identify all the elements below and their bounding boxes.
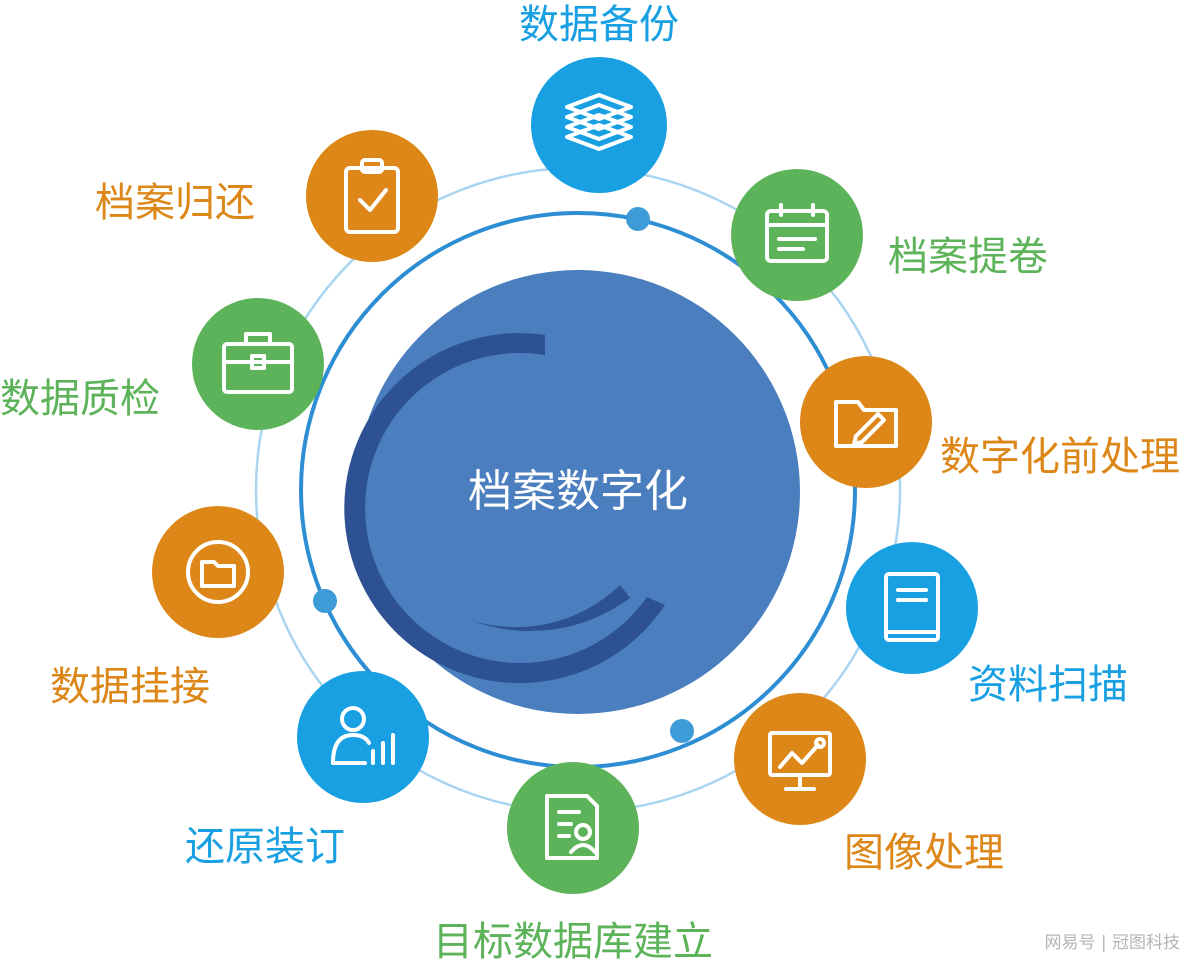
document-user-icon [545, 794, 599, 860]
node-qc: 数据质检 [0, 298, 324, 430]
node-return: 档案归还 [95, 130, 438, 262]
node-database: 目标数据库建立 [433, 762, 713, 962]
node-label-scan: 资料扫描 [968, 662, 1128, 708]
node-circle [152, 506, 284, 638]
node-image: 图像处理 [734, 693, 1004, 876]
book-icon [884, 572, 940, 642]
folder-edit-icon [834, 400, 898, 448]
center-hub: 档案数字化 [344, 270, 800, 714]
node-label-database: 目标数据库建立 [433, 919, 713, 962]
node-label-link: 数据挂接 [50, 664, 210, 710]
node-label-return: 档案归还 [95, 180, 255, 226]
node-preprocess: 数字化前处理 [800, 356, 1180, 488]
node-circle [800, 356, 932, 488]
center-title: 档案数字化 [468, 466, 688, 517]
node-retrieve: 档案提卷 [731, 169, 1048, 301]
center-arc-lower [470, 585, 630, 632]
node-label-qc: 数据质检 [0, 376, 160, 422]
calendar-icon [765, 203, 829, 263]
ring-dot-bottom-right [670, 719, 694, 743]
ring-dot-top [626, 207, 650, 231]
watermark: 网易号 | 冠图科技 [1044, 933, 1180, 953]
node-label-rebind: 还原装订 [185, 824, 345, 870]
node-circle [507, 762, 639, 894]
chart-board-icon [768, 731, 832, 791]
center-circle [356, 270, 800, 714]
node-scan: 资料扫描 [846, 542, 1128, 708]
node-label-backup: 数据备份 [519, 2, 679, 48]
ring-dot-left [313, 589, 337, 613]
node-label-image: 图像处理 [844, 830, 1004, 876]
layers-icon [565, 93, 633, 151]
node-label-preprocess: 数字化前处理 [940, 434, 1180, 480]
node-circle [846, 542, 978, 674]
node-circle [306, 130, 438, 262]
center-arc-accent [525, 337, 545, 352]
node-link: 数据挂接 [50, 506, 284, 710]
user-stats-icon [331, 706, 395, 765]
node-rebind: 还原装订 [185, 671, 429, 870]
node-label-retrieve: 档案提卷 [888, 234, 1048, 280]
node-circle [731, 169, 863, 301]
folder-circle-icon [186, 540, 250, 604]
node-backup: 数据备份 [519, 2, 679, 193]
briefcase-icon [222, 332, 294, 394]
clipboard-check-icon [344, 158, 400, 234]
